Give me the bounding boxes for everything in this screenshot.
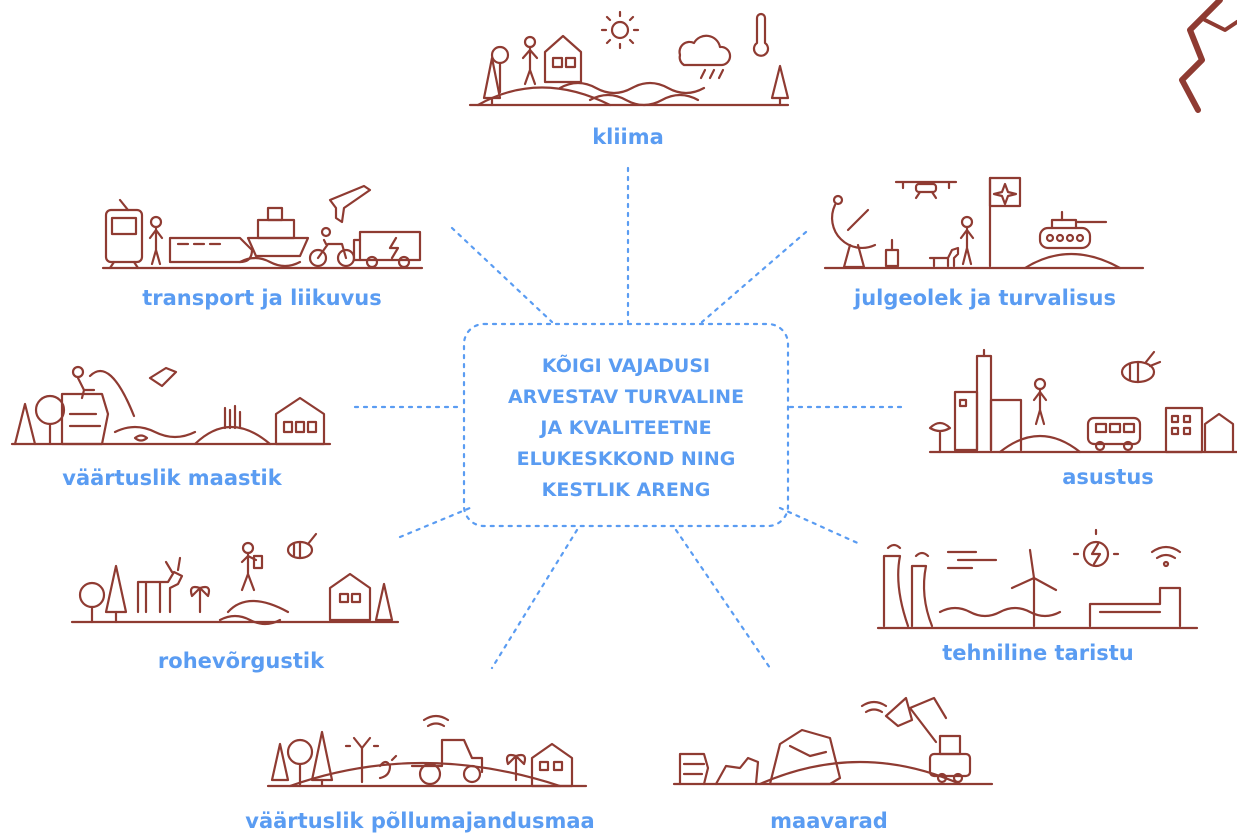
ship-icon: [238, 206, 310, 268]
label-taristu: tehniline taristu: [942, 641, 1134, 665]
center-box: KÕIGI VAJADUSI ARVESTAV TURVALINE JA KVA…: [462, 322, 790, 528]
truck-icon: [352, 230, 422, 269]
kliima-illustration: [468, 10, 790, 107]
label-maastik: väärtuslik maastik: [62, 466, 283, 490]
dog-icon: [928, 246, 960, 268]
deer-icon: [136, 556, 184, 614]
label-asustus: asustus: [1062, 465, 1154, 489]
wind-turbine-icon: [1010, 548, 1058, 628]
label-rohevorgustik: rohevõrgustik: [158, 649, 325, 673]
hiker-icon: [240, 541, 264, 592]
bicycle-icon: [308, 226, 356, 268]
house-icon: [328, 572, 372, 622]
asustus-illustration: [928, 348, 1237, 454]
connector-taristu: [778, 506, 864, 547]
connector-rohevorgustik: [398, 506, 472, 539]
house-icon: [530, 742, 574, 788]
label-pollumajandus: väärtuslik põllumajandusmaa: [245, 809, 594, 833]
excavator-icon: [884, 696, 972, 784]
power-plant-icon: [882, 543, 934, 628]
connector-pollumajandus: [490, 528, 579, 670]
connectors: [353, 166, 907, 670]
train-icon: [104, 198, 144, 270]
wifi-icon: [860, 700, 888, 714]
taristu-illustration: [876, 528, 1199, 630]
tank-icon: [1038, 210, 1108, 250]
center-line-3: JA KVALITEETNE: [538, 417, 711, 439]
rock-icon: [714, 728, 842, 786]
center-line-2: ARVESTAV TURVALINE: [508, 386, 744, 408]
house-icon: [543, 34, 583, 84]
crack-decoration: [1179, 0, 1237, 113]
sprinkler-icon: [344, 736, 380, 784]
pollumajandus-illustration: [266, 714, 588, 788]
center-line-5: KESTLIK ARENG: [542, 479, 711, 501]
wifi-icon: [1150, 545, 1182, 568]
tractor-icon: [410, 738, 484, 786]
label-maavarad: maavarad: [770, 809, 888, 833]
pipeline-icon: [1088, 586, 1182, 628]
sun-icon: [600, 10, 640, 50]
center-line-4: ELUKESKKOND NING: [517, 448, 736, 470]
cloud-rain-icon: [678, 34, 732, 80]
house-icon: [274, 396, 326, 446]
julgeolek-illustration: [823, 176, 1145, 270]
maavarad-illustration: [672, 696, 994, 786]
label-kliima: kliima: [592, 125, 664, 149]
bee-icon: [1120, 350, 1162, 384]
connector-transport: [450, 226, 554, 324]
transport-illustration: [101, 184, 424, 270]
connector-julgeolek: [700, 230, 808, 324]
flag-icon: [988, 176, 1022, 268]
center-line-1: KÕIGI VAJADUSI: [542, 353, 710, 377]
bus-icon: [1086, 416, 1142, 452]
wifi-icon: [422, 714, 450, 728]
satellite-dish-icon: [830, 194, 877, 269]
center-box-border: [462, 322, 790, 528]
label-transport: transport ja liikuvus: [142, 286, 382, 310]
bee-icon: [286, 532, 318, 560]
connector-maavarad: [674, 528, 772, 670]
drone-icon: [894, 180, 958, 200]
rohevorgustik-illustration: [70, 532, 400, 626]
maastik-illustration: [10, 365, 332, 446]
label-julgeolek: julgeolek ja turvalisus: [853, 286, 1116, 310]
bird-icon: [148, 366, 178, 388]
thermometer-icon: [752, 12, 770, 57]
airplane-icon: [328, 184, 372, 224]
lightning-icon: [1072, 528, 1120, 568]
